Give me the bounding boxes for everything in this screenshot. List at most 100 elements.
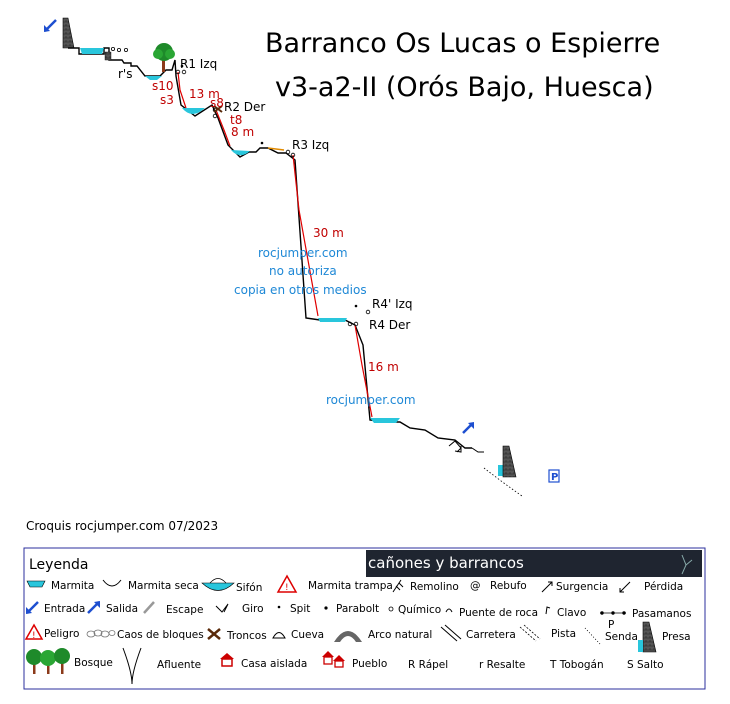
legend-icon-surgencia [541, 581, 553, 593]
legend-surgencia: Surgencia [556, 581, 608, 593]
label-s3: s3 [160, 93, 174, 107]
legend-troncos: Troncos [226, 630, 267, 642]
legend-icon-puente-roca [445, 608, 453, 613]
parking-label: P [551, 472, 558, 483]
legend-remolino: Remolino [410, 581, 459, 593]
svg-text:!: ! [285, 583, 289, 593]
title-line-2: v3-a2-II (Orós Bajo, Huesca) [275, 72, 654, 103]
legend-icon-pasamanos [600, 611, 626, 615]
label-s10: s10 [152, 79, 174, 93]
pool-3 [182, 108, 205, 114]
legend-pueblo: Pueblo [352, 658, 387, 670]
legend-icon-marmita-trampa: ! [276, 574, 298, 593]
label-8m: 8 m [231, 125, 254, 139]
legend-carretera: Carretera [466, 629, 516, 641]
legend-peligro: Peligro [44, 628, 79, 640]
rope-r1 [177, 71, 187, 109]
label-r4: R4 Der [369, 318, 410, 332]
label-13m: 13 m [189, 87, 220, 101]
credit-text: Croquis rocjumper.com 07/2023 [26, 519, 218, 533]
legend-icon-pueblo [322, 651, 345, 668]
pool-6 [370, 418, 400, 423]
entry-arrow-icon [44, 19, 57, 32]
legend-entrada: Entrada [44, 603, 85, 615]
legend-icon-escape [143, 601, 155, 614]
legend-icon-parabolt [324, 606, 328, 610]
legend-icon-spit [277, 605, 281, 609]
legend-icon-perdida [619, 581, 631, 593]
legend-icon-rebufo: @ [470, 580, 481, 592]
legend-parabolt: Parabolt [336, 603, 379, 615]
legend-icon-peligro: ! [24, 623, 44, 641]
label-16m: 16 m [368, 360, 399, 374]
legend-rebufo: Rebufo [490, 580, 527, 592]
legend-icon-remolino [392, 579, 404, 593]
legend-banner-text: cañones y barrancos [368, 554, 524, 572]
dam-icon [62, 17, 75, 49]
legend-bosque: Bosque [74, 657, 113, 669]
legend-marmita: Marmita [51, 580, 94, 592]
legend-icon-afluente [122, 647, 142, 685]
legend-resalte: r Resalte [479, 659, 525, 671]
legend-icon-presa [638, 621, 657, 653]
label-r2: R2 Der [224, 100, 265, 114]
pool-end [498, 465, 503, 476]
rope-r2 [215, 109, 231, 147]
legend-cueva: Cueva [291, 629, 324, 641]
legend-escape: Escape [166, 604, 203, 616]
parking-icon: P [548, 469, 560, 483]
small-dam-icon [104, 51, 112, 61]
pool-1 [80, 48, 104, 54]
legend-icon-sifon [201, 578, 235, 591]
legend-icon-cueva [272, 632, 286, 639]
legend-icon-troncos [207, 628, 221, 640]
legend-giro: Giro [242, 603, 264, 615]
legend-marmita-seca: Marmita seca [128, 580, 199, 592]
svg-text:!: ! [32, 631, 36, 641]
tree-icon [153, 43, 175, 72]
label-30m: 30 m [313, 226, 344, 240]
legend-presa: Presa [662, 631, 691, 643]
legend-spit: Spit [290, 603, 310, 615]
logs-icon [213, 105, 223, 113]
label-r3: R3 Izq [292, 138, 329, 152]
legend-icon-senda [584, 627, 601, 645]
title-line-1: Barranco Os Lucas o Espierre [265, 28, 660, 59]
legend-afluente: Afluente [157, 659, 201, 671]
anchor-dots [111, 47, 371, 327]
legend-pista: Pista [551, 628, 576, 640]
exit-arrow-icon [462, 422, 474, 434]
watermark-line-2: no autoriza [269, 264, 337, 278]
trail-right [471, 447, 484, 453]
legend-quimico: Químico [398, 604, 441, 616]
legend-senda-p: P [608, 619, 614, 631]
legend-caos-bloques: Caos de bloques [117, 629, 204, 641]
legend-casa: Casa aislada [241, 658, 307, 670]
label-r4-prime: R4' Izq [372, 297, 413, 311]
rope-r3 [292, 154, 319, 317]
pool-2 [145, 76, 162, 80]
legend-puente-roca: Puente de roca [459, 607, 538, 619]
watermark-line-3: copia en otros medios [234, 283, 367, 297]
legend-icon-quimico [388, 606, 394, 612]
label-r1: R1 Izq [180, 57, 217, 71]
trail-path [483, 467, 523, 497]
legend-title: Leyenda [29, 557, 88, 573]
legend-rapel: R Rápel [408, 659, 448, 671]
rope-r4 [354, 324, 373, 418]
pool-4 [231, 150, 250, 156]
label-t8: t8 [230, 113, 242, 127]
legend-senda: Senda [605, 631, 638, 643]
legend-arco: Arco natural [368, 629, 432, 641]
legend-icon-caos-bloques [86, 629, 116, 638]
spit-dots [180, 64, 358, 308]
watermark-line-4: rocjumper.com [326, 393, 416, 407]
legend-marmita-trampa: Marmita trampa [308, 580, 393, 592]
watermark-line-1: rocjumper.com [258, 246, 348, 260]
legend-icon-bosque [26, 648, 70, 674]
banner-figure-icon [681, 554, 693, 575]
legend-clavo: Clavo [557, 607, 586, 619]
legend-salida: Salida [106, 603, 138, 615]
legend-icon-arco [334, 631, 362, 642]
